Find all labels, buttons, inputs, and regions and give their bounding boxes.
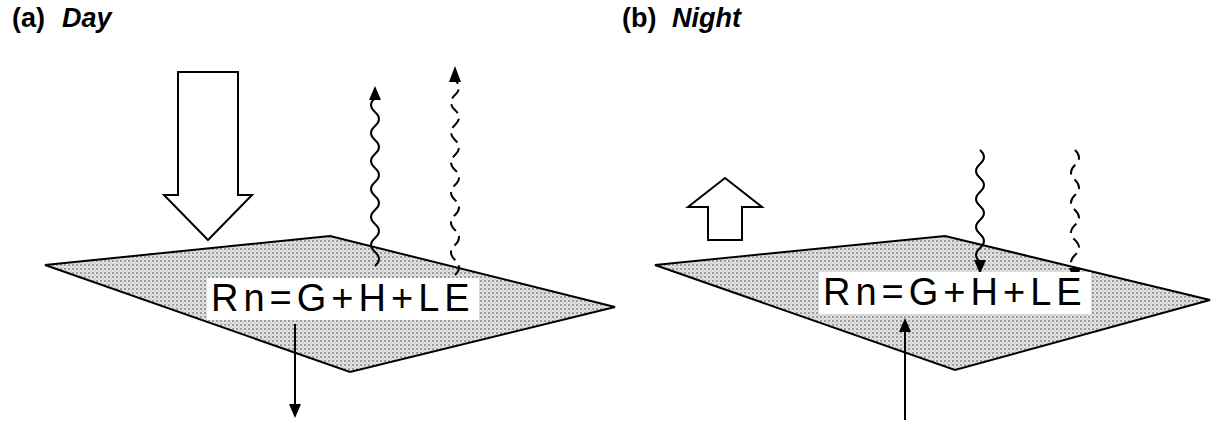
arrow-head bbox=[289, 404, 301, 418]
latent-heat-arrow bbox=[1071, 150, 1079, 270]
equation-box: Rn=G+H+LE bbox=[207, 278, 479, 320]
panel-title: Night bbox=[672, 4, 741, 34]
night-surface bbox=[655, 236, 1210, 370]
equation-text: Rn=G+H+LE bbox=[211, 279, 475, 319]
arrow-head bbox=[449, 66, 461, 82]
sensible-heat-arrow bbox=[976, 150, 984, 262]
day-surface bbox=[45, 236, 615, 372]
equation-text: Rn=G+H+LE bbox=[823, 273, 1087, 313]
arrow-head bbox=[899, 318, 911, 332]
panel-letter: (b) bbox=[622, 4, 656, 34]
sensible-heat-arrow bbox=[371, 98, 379, 266]
arrow-head bbox=[369, 86, 381, 100]
panel-title: Day bbox=[62, 4, 112, 34]
net-radiation-arrow bbox=[164, 72, 252, 240]
panel-letter: (a) bbox=[12, 4, 45, 34]
ground-heat-arrow bbox=[294, 324, 296, 406]
ground-heat-arrow bbox=[904, 330, 906, 420]
latent-heat-arrow bbox=[451, 80, 459, 275]
net-radiation-arrow bbox=[688, 178, 762, 240]
equation-box: Rn=G+H+LE bbox=[819, 272, 1091, 314]
